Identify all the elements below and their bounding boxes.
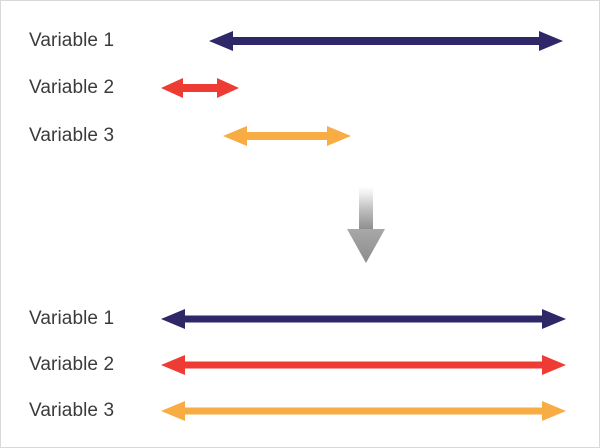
- top-variable-3-arrow: [223, 126, 351, 146]
- bottom-variable-1-arrow: [161, 309, 566, 329]
- top-variable-3-label: Variable 3: [29, 125, 115, 146]
- top-variable-2-label: Variable 2: [29, 77, 115, 98]
- top-variable-1-label: Variable 1: [29, 30, 115, 51]
- bottom-variable-1-label: Variable 1: [29, 308, 115, 329]
- bottom-variable-2-label: Variable 2: [29, 354, 115, 375]
- top-variable-2-arrow: [161, 78, 239, 98]
- bottom-variable-2-arrow: [161, 355, 566, 375]
- bottom-variable-3-arrow: [161, 401, 566, 421]
- top-variable-1-arrow: [209, 31, 563, 51]
- downward-gradient-arrow-icon: [347, 186, 385, 263]
- bottom-variable-3-label: Variable 3: [29, 400, 115, 421]
